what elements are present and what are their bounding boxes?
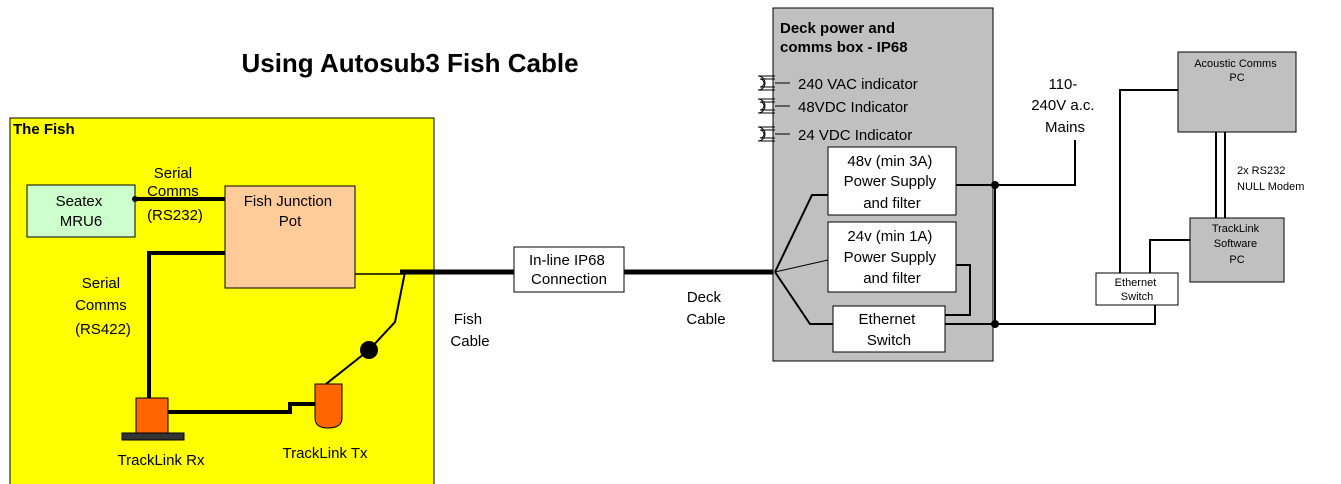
indicator-24vdc: 24 VDC Indicator	[798, 127, 912, 144]
tx-tow-line	[325, 349, 370, 385]
psu-48v-box	[827, 146, 957, 216]
lamp-icon	[757, 126, 790, 142]
lamp-icon	[757, 98, 790, 114]
right-ethernet-label: Ethernet Switch	[1115, 277, 1160, 303]
tracklink-rx-transducer	[135, 397, 169, 437]
tracklink-tx-transducer	[314, 383, 343, 429]
switch-to-acoustic-pc	[1119, 89, 1178, 273]
fish-junction-pot	[224, 185, 356, 289]
fish-cable-label: Fish Cable	[450, 311, 489, 350]
tracklink-tx-label: TrackLink Tx	[282, 445, 368, 462]
switch-to-tracklink-pc	[1149, 239, 1190, 273]
deck-box-title: Deck power and comms box - IP68	[780, 20, 908, 56]
rs232-null-modem-label: 2x RS232 NULL Modem	[1237, 165, 1304, 193]
ethernet-uplink	[945, 304, 1156, 325]
inline-ip68-connection	[513, 246, 625, 293]
indicator-48vdc: 48VDC Indicator	[798, 99, 908, 116]
diagram-title: Using Autosub3 Fish Cable	[241, 48, 578, 78]
deck-cable-label: Deck Cable	[686, 289, 725, 328]
acoustic-comms-label: Acoustic Comms PC	[1194, 58, 1280, 84]
junction-label: Fish Junction Pot	[244, 193, 337, 230]
right-ethernet-switch	[1095, 272, 1179, 306]
acoustic-comms-pc	[1177, 51, 1297, 133]
rs232-junction-dot	[132, 196, 138, 202]
seatex-label: Seatex MRU6	[56, 193, 107, 230]
psu-48v-label: 48v (min 3A) Power Supply and filter	[844, 153, 941, 212]
psu24-bus	[945, 264, 971, 316]
tracklink-software-label: TrackLink Software PC	[1212, 223, 1262, 266]
fish-label: The Fish	[13, 121, 75, 138]
mains-feed	[995, 140, 1076, 186]
deck-ethernet-switch	[832, 305, 946, 353]
seatex-mru6-box	[26, 184, 136, 238]
cable-fanout	[774, 194, 833, 325]
tracklink-software-pc	[1189, 217, 1285, 283]
tracklink-rx-label: TrackLink Rx	[118, 452, 205, 469]
lamp-icon	[757, 75, 790, 91]
mains-label: 110- 240V a.c. Mains	[1031, 76, 1099, 136]
tracklink-rx-base	[121, 432, 185, 441]
indicator-240vac: 240 VAC indicator	[798, 76, 918, 93]
serial-rs232-label: Serial Comms (RS232)	[147, 165, 203, 224]
rx-tx-cable	[168, 402, 315, 414]
inline-connection-label: In-line IP68 Connection	[529, 252, 609, 288]
psu-24v-box	[827, 221, 957, 293]
psu-24v-label: 24v (min 1A) Power Supply and filter	[844, 228, 941, 287]
serial-rs422-label: Serial Comms (RS422)	[75, 275, 131, 338]
deck-ethernet-label: Ethernet Switch	[859, 311, 920, 349]
rs422-cable	[147, 251, 225, 400]
fish-enclosure	[9, 117, 435, 484]
tx-tow-line-upper	[368, 271, 406, 351]
